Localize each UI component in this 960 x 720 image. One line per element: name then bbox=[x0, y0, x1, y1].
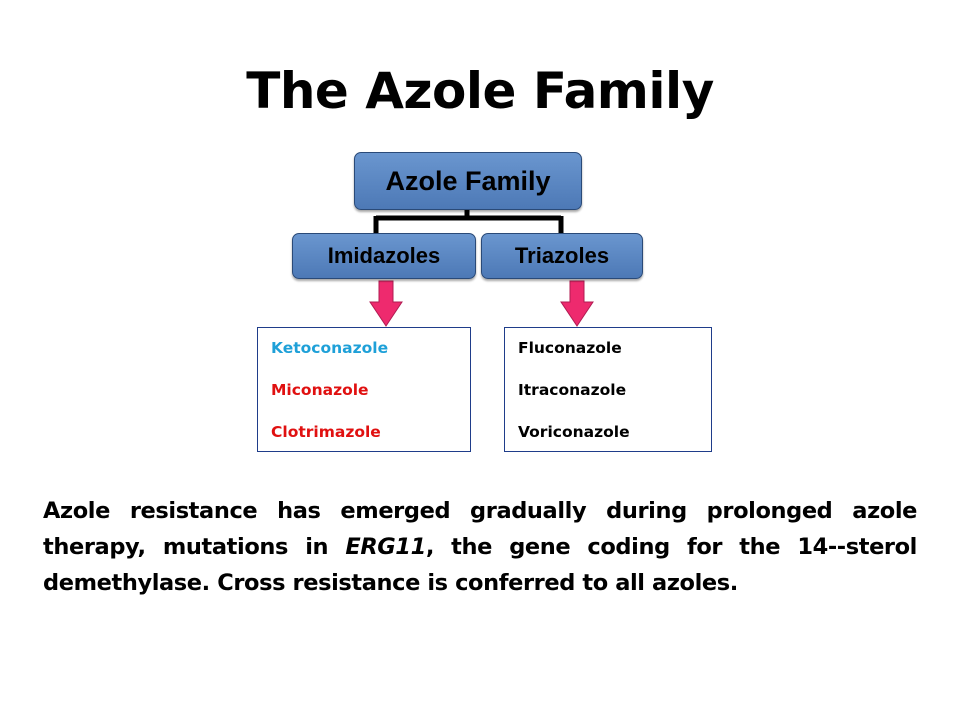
drug-miconazole: Miconazole bbox=[271, 381, 369, 399]
slide-title: The Azole Family bbox=[246, 62, 714, 120]
gene-name: ERG11 bbox=[345, 534, 426, 560]
drug-voriconazole: Voriconazole bbox=[518, 423, 630, 441]
drug-clotrimazole: Clotrimazole bbox=[271, 423, 381, 441]
drug-ketoconazole: Ketoconazole bbox=[271, 339, 389, 357]
triazoles-drug-list: Fluconazole Itraconazole Voriconazole bbox=[504, 327, 712, 452]
imidazoles-drug-list: Ketoconazole Miconazole Clotrimazole bbox=[257, 327, 471, 452]
triazoles-node: Triazoles bbox=[481, 233, 643, 279]
imidazoles-node: Imidazoles bbox=[292, 233, 476, 279]
azole-family-node: Azole Family bbox=[354, 152, 582, 210]
drug-fluconazole: Fluconazole bbox=[518, 339, 622, 357]
arrow-down-icon bbox=[369, 280, 403, 327]
arrow-down-icon bbox=[560, 280, 594, 327]
drug-itraconazole: Itraconazole bbox=[518, 381, 627, 399]
paragraph-part-1: Azole resistance has emerged gradually d… bbox=[43, 498, 917, 560]
resistance-paragraph: Azole resistance has emerged gradually d… bbox=[43, 493, 917, 601]
paragraph-part-2: , the gene coding for the 14--sterol dem… bbox=[43, 534, 917, 596]
